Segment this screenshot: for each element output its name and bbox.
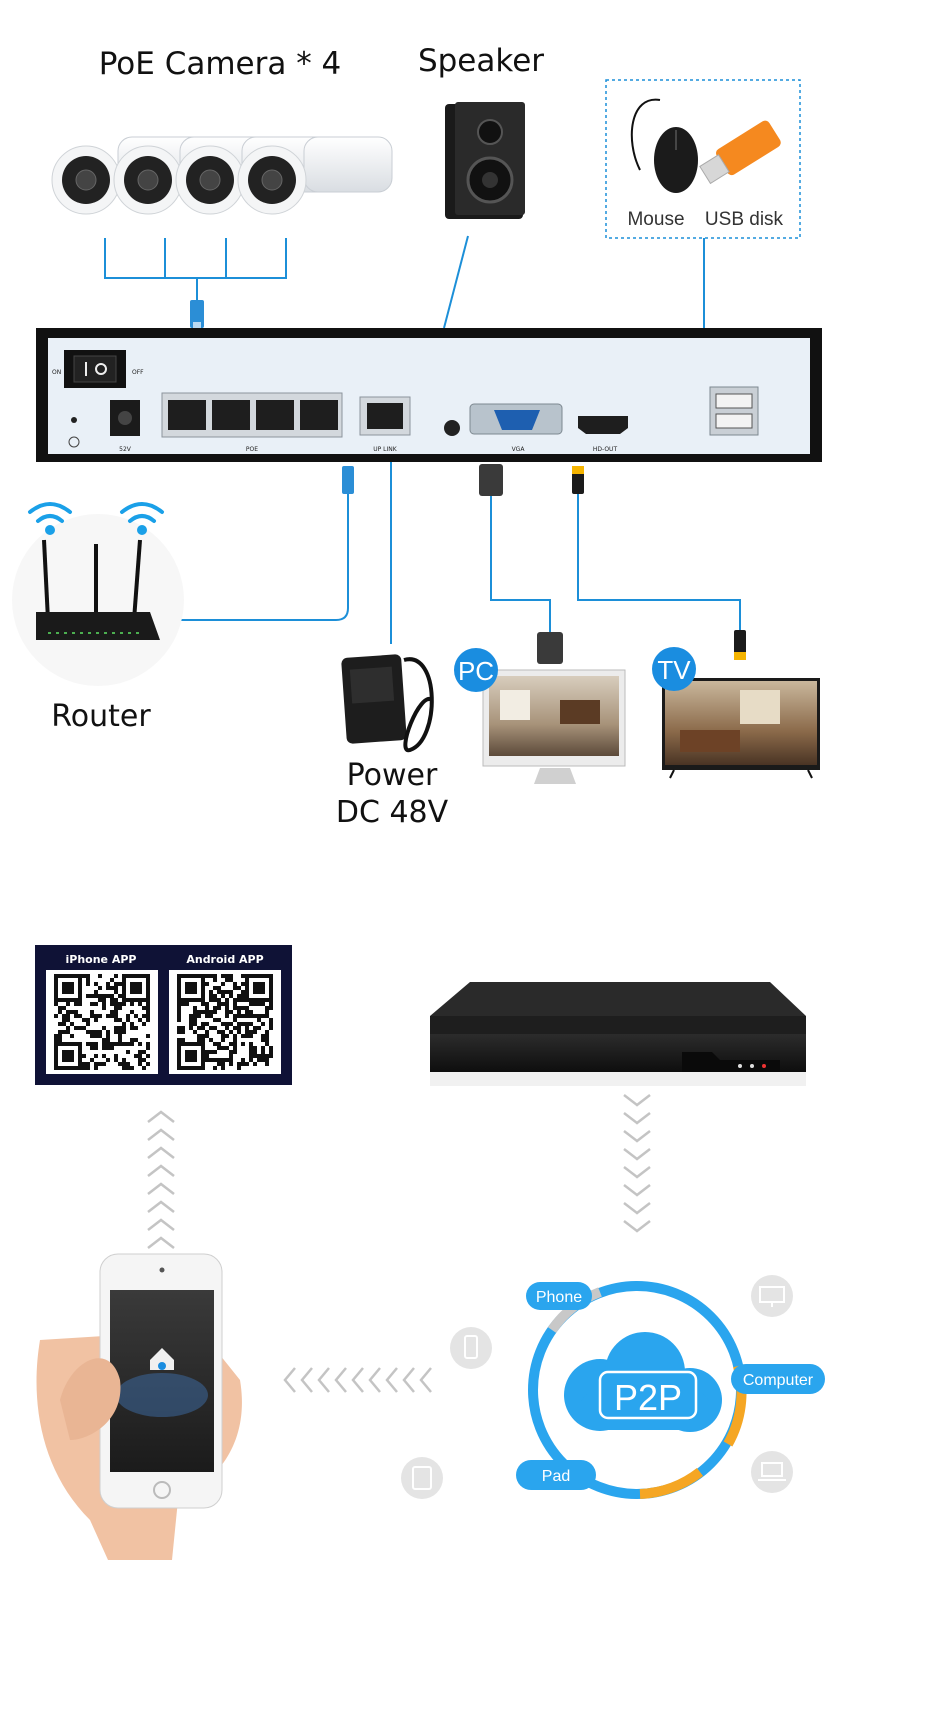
router-icon: [12, 514, 184, 686]
power-voltage-label: DC 48V: [336, 795, 449, 830]
poe-port: [256, 400, 294, 430]
iphone-qr-code: [46, 970, 158, 1074]
vga-plug-icon: [537, 632, 563, 664]
ground-screw: [71, 417, 77, 423]
hdout-label: HD-OUT: [593, 446, 618, 453]
pc-cable: [490, 496, 551, 632]
p2p-frame: [598, 1370, 698, 1420]
pad-pill-label: Pad: [542, 1468, 570, 1485]
power-label: Power: [347, 758, 438, 793]
router-label: Router: [51, 699, 151, 734]
pc-badge: PC: [454, 648, 498, 692]
tv-badge-label: TV: [657, 655, 691, 685]
pad-pill: Pad: [516, 1460, 596, 1490]
pad-gray-icon: [401, 1457, 443, 1499]
speaker-icon: [445, 102, 525, 219]
mouse-label: Mouse: [627, 209, 684, 230]
p2p-center-label: P2P: [614, 1377, 682, 1418]
usb-disk-icon: [699, 120, 781, 185]
peripherals-box: [605, 79, 801, 239]
nvr-back-panel: ON OFF 52V POE UP LINK VGA HD-OUT: [36, 328, 822, 462]
switch-on-label: ON: [52, 369, 61, 376]
tv-cable: [577, 494, 741, 630]
poe-cameras: [51, 136, 393, 215]
phone-gray-icon: [450, 1327, 492, 1369]
tv-badge: TV: [652, 647, 696, 691]
ground-icon: [68, 436, 80, 448]
phone-pill-label: Phone: [536, 1289, 582, 1306]
laptop-gray-icon: [751, 1451, 793, 1493]
pc-monitor-icon: [482, 669, 626, 784]
chevron-up-arrows-icon: [147, 1110, 175, 1249]
mouse-icon: [630, 98, 698, 193]
smartphone-in-hand-icon: [36, 1253, 242, 1560]
pc-badge-label: PC: [458, 656, 494, 686]
tv-icon: [662, 678, 820, 779]
ethernet-plug-icon: [190, 300, 204, 332]
dc-label: 52V: [119, 446, 132, 453]
nvr-front-icon: [430, 982, 806, 1086]
speaker-label: Speaker: [418, 43, 544, 79]
vga-label: VGA: [512, 446, 526, 453]
hdmi-plug-icon: [572, 466, 584, 494]
qr-panel: iPhone APP Android APP: [35, 945, 292, 1085]
power-adapter-icon: [341, 654, 434, 753]
android-qr-code: [169, 970, 281, 1074]
cameras-label: PoE Camera * 4: [99, 46, 342, 82]
iphone-app-label: iPhone APP: [66, 953, 137, 966]
poe-port: [300, 400, 338, 430]
chevron-left-arrows-icon: [283, 1367, 432, 1393]
poe-label: POE: [246, 446, 258, 453]
computer-pill: Computer: [731, 1364, 825, 1394]
desktop-gray-icon: [751, 1275, 793, 1317]
uplink-label: UP LINK: [373, 446, 398, 453]
audio-jack: [444, 420, 460, 436]
router-cable: [160, 494, 349, 621]
wifi-icon: [120, 502, 164, 535]
switch-off-label: OFF: [132, 369, 144, 376]
camera-cables: [104, 238, 287, 300]
usb-disk-label: USB disk: [705, 209, 784, 230]
poe-port: [168, 400, 206, 430]
phone-pill: Phone: [526, 1282, 592, 1310]
hdmi-plug-icon: [734, 630, 746, 660]
poe-port: [212, 400, 250, 430]
vga-plug-icon: [479, 464, 503, 496]
speaker-cable: [443, 235, 469, 329]
hdmi-port: [578, 416, 628, 434]
chevron-down-arrows-icon: [623, 1094, 651, 1233]
ethernet-plug-icon: [342, 466, 354, 494]
camera-icon: [237, 136, 393, 215]
android-app-label: Android APP: [186, 953, 263, 966]
computer-pill-label: Computer: [743, 1372, 814, 1389]
wifi-icon: [28, 502, 72, 535]
